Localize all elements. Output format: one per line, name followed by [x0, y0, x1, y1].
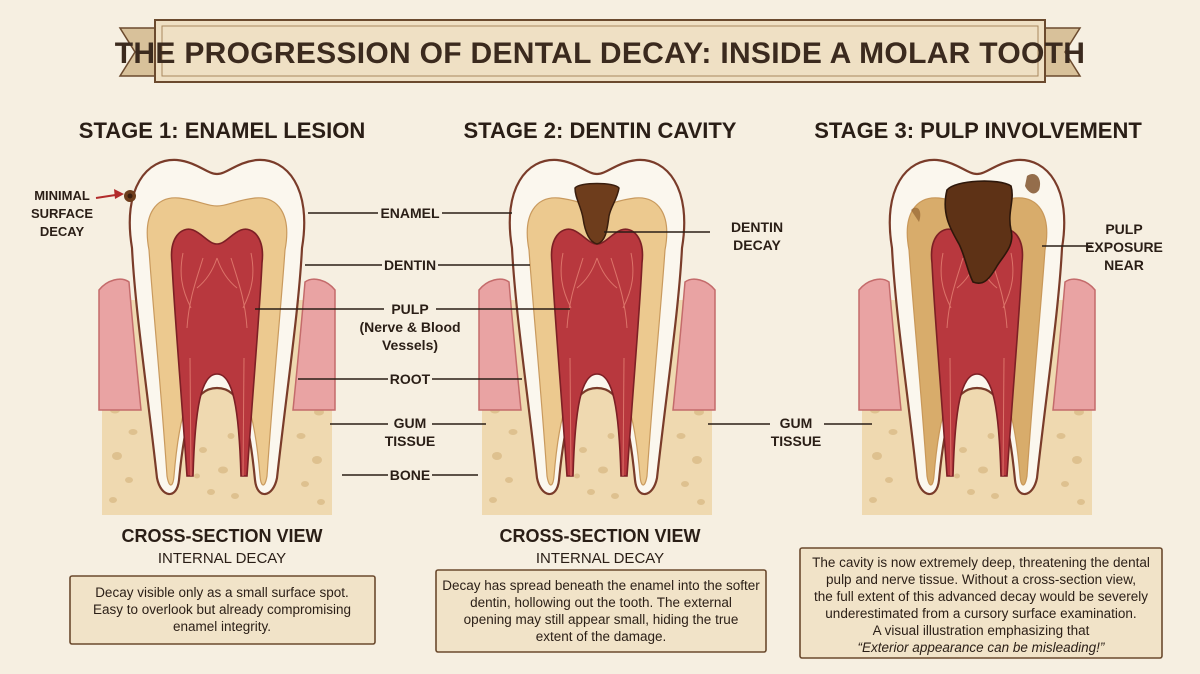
- desc-3-line-5: A visual illustration emphasizing that: [873, 623, 1090, 638]
- pulp-exposure-line-3: NEAR: [1104, 257, 1144, 273]
- stage-2-callout: DENTIN DECAY: [604, 219, 783, 253]
- desc-1-line-3: enamel integrity.: [173, 619, 271, 634]
- desc-2-line-1: Decay has spread beneath the enamel into…: [442, 578, 760, 593]
- pulp-exposure-line-1: PULP: [1105, 221, 1142, 237]
- desc-3-line-3: the full extent of this advanced decay w…: [814, 589, 1148, 604]
- label-pulp-detail-1: (Nerve & Blood: [359, 319, 460, 335]
- gum-right-line-1: GUM: [780, 415, 813, 431]
- label-root: ROOT: [390, 371, 431, 387]
- desc-3-line-1: The cavity is now extremely deep, threat…: [812, 555, 1150, 570]
- desc-2-line-4: extent of the damage.: [536, 629, 667, 644]
- stage-1-description: Decay visible only as a small surface sp…: [69, 575, 376, 645]
- label-pulp: PULP: [391, 301, 428, 317]
- desc-3-line-4: underestimated from a cursory surface ex…: [825, 606, 1136, 621]
- stage-1-title: STAGE 1: ENAMEL LESION: [79, 118, 365, 143]
- callout-line-3: DECAY: [40, 224, 85, 239]
- tooth-stage-1: [98, 158, 336, 515]
- desc-3-line-2: pulp and nerve tissue. Without a cross-s…: [826, 572, 1136, 587]
- dentin-decay-line-2: DECAY: [733, 237, 781, 253]
- label-enamel: ENAMEL: [380, 205, 440, 221]
- arrow-icon: [114, 189, 124, 199]
- stage-1-callout: MINIMAL SURFACE DECAY: [31, 188, 124, 239]
- page-title: THE PROGRESSION OF DENTAL DECAY: INSIDE …: [115, 37, 1085, 70]
- desc-3-quote: “Exterior appearance can be misleading!”: [858, 640, 1105, 655]
- stage-1-view-sub: INTERNAL DECAY: [158, 550, 286, 567]
- gum-label-right: GUM TISSUE: [708, 415, 872, 449]
- label-gum: GUM: [394, 415, 427, 431]
- desc-1-line-1: Decay visible only as a small surface sp…: [95, 585, 349, 600]
- stage-1-view-title: CROSS-SECTION VIEW: [121, 526, 322, 546]
- desc-2-line-3: opening may still appear small, hiding t…: [464, 612, 739, 627]
- dentin-cavity: [574, 182, 620, 245]
- tooth-stage-2: [478, 158, 716, 515]
- deep-cavity: [944, 180, 1013, 284]
- stage-3-description: The cavity is now extremely deep, threat…: [799, 547, 1163, 659]
- tooth-stage-3: [858, 158, 1096, 515]
- callout-line-2: SURFACE: [31, 206, 93, 221]
- stage-2-title: STAGE 2: DENTIN CAVITY: [464, 118, 737, 143]
- gum-right-line-2: TISSUE: [771, 433, 822, 449]
- title-banner: THE PROGRESSION OF DENTAL DECAY: INSIDE …: [115, 19, 1085, 83]
- dentin-decay-line-1: DENTIN: [731, 219, 783, 235]
- desc-2-line-2: dentin, hollowing out the tooth. The ext…: [470, 595, 732, 610]
- label-gum-2: TISSUE: [385, 433, 436, 449]
- label-dentin: DENTIN: [384, 257, 436, 273]
- label-bone: BONE: [390, 467, 430, 483]
- anatomy-labels: ENAMEL DENTIN PULP (Nerve & Blood Vessel…: [255, 205, 570, 483]
- stage-3-title: STAGE 3: PULP INVOLVEMENT: [814, 118, 1142, 143]
- callout-line-1: MINIMAL: [34, 188, 90, 203]
- stage-2-view-sub: INTERNAL DECAY: [536, 550, 664, 567]
- stage-3-callout: PULP EXPOSURE NEAR: [1042, 221, 1163, 273]
- stage-2-view-title: CROSS-SECTION VIEW: [499, 526, 700, 546]
- stage-2-description: Decay has spread beneath the enamel into…: [435, 569, 767, 653]
- label-pulp-detail-2: Vessels): [382, 337, 438, 353]
- desc-1-line-2: Easy to overlook but already compromisin…: [93, 602, 351, 617]
- pulp-exposure-line-2: EXPOSURE: [1085, 239, 1163, 255]
